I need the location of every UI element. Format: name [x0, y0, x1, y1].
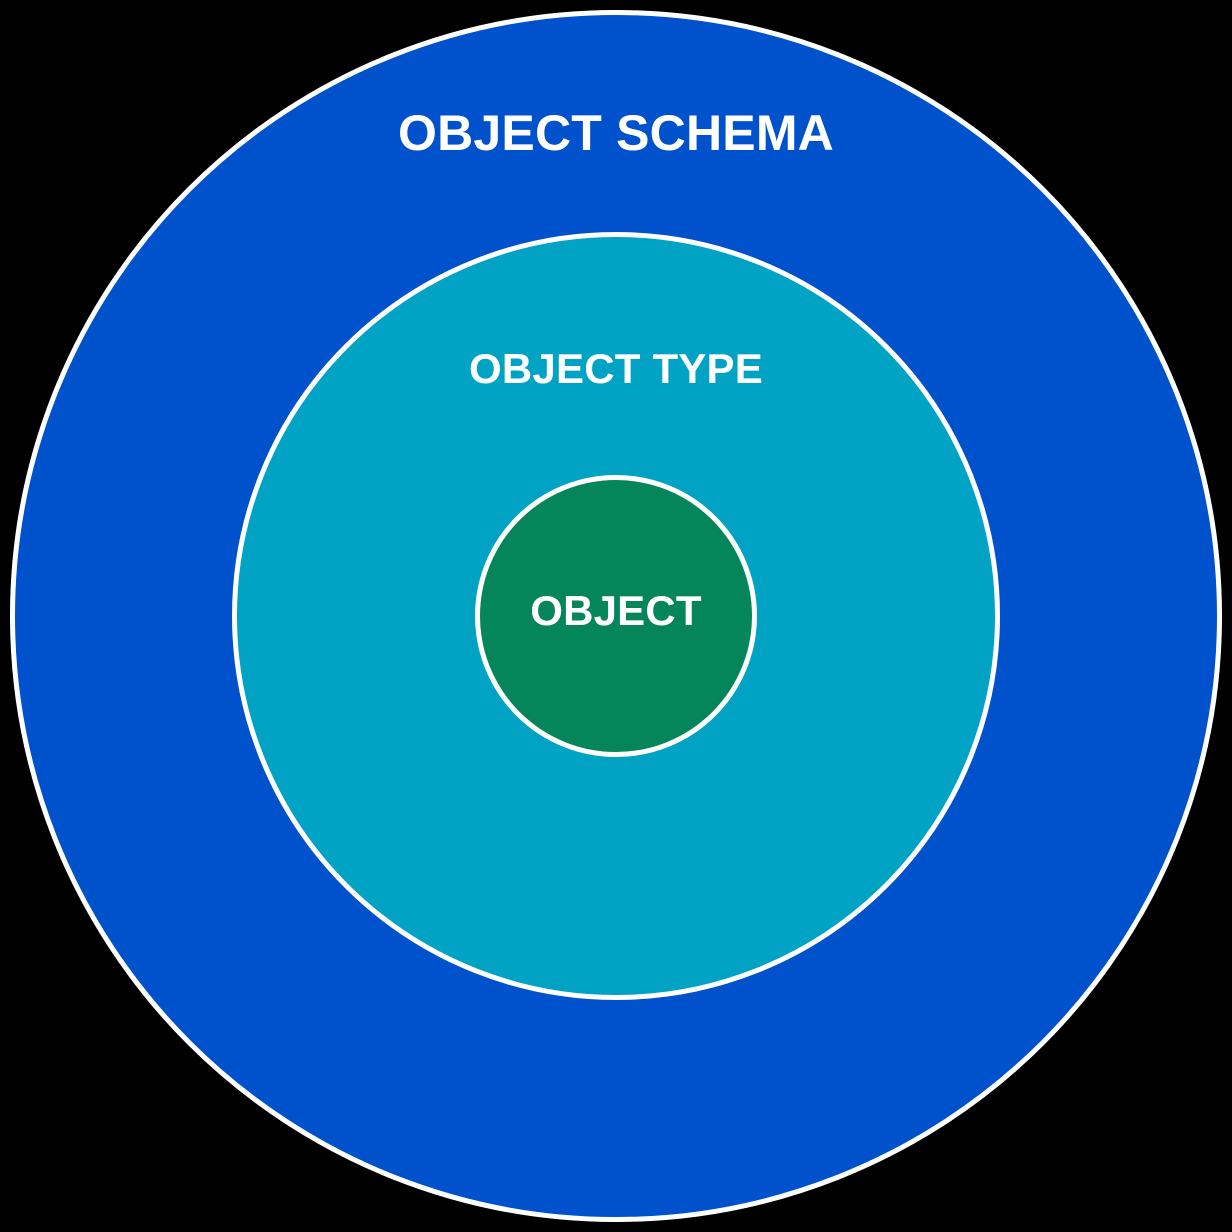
object-label: OBJECT [530, 587, 702, 634]
object-circle [475, 475, 757, 757]
object-schema-label: OBJECT SCHEMA [398, 105, 834, 161]
object-type-label: OBJECT TYPE [469, 345, 763, 392]
